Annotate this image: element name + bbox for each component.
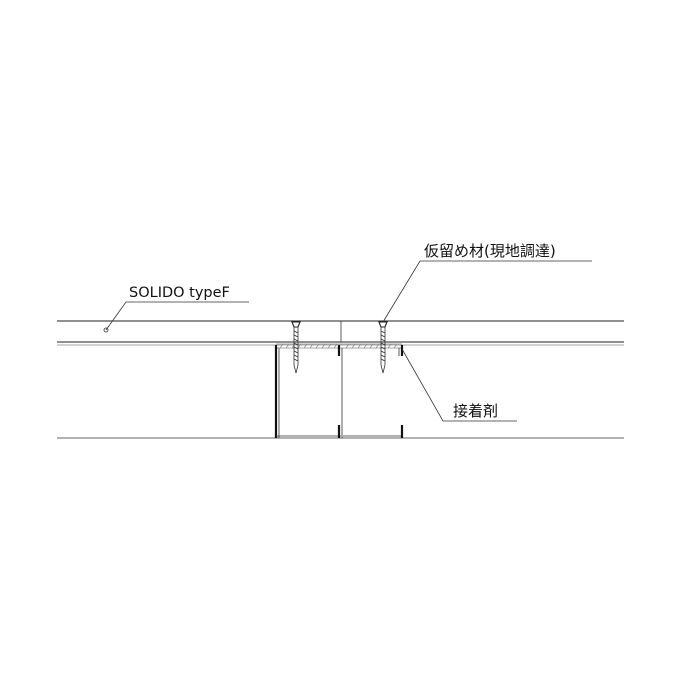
leader-temporary-fixing: 仮留め材(現地調達): [382, 242, 592, 323]
left-stud: [274, 345, 343, 438]
label-adhesive: 接着剤: [453, 402, 498, 420]
screw-left: [291, 321, 301, 374]
leader-adhesive: 接着剤: [401, 348, 517, 422]
upper-panel: [57, 320, 624, 346]
screw-right: [378, 321, 388, 374]
leader-product: SOLIDO typeF: [103, 285, 249, 333]
right-stud: [343, 345, 404, 438]
label-product: SOLIDO typeF: [129, 285, 230, 301]
leader-dot-icon: [103, 327, 109, 333]
label-temporary-fixing: 仮留め材(現地調達): [424, 242, 556, 260]
